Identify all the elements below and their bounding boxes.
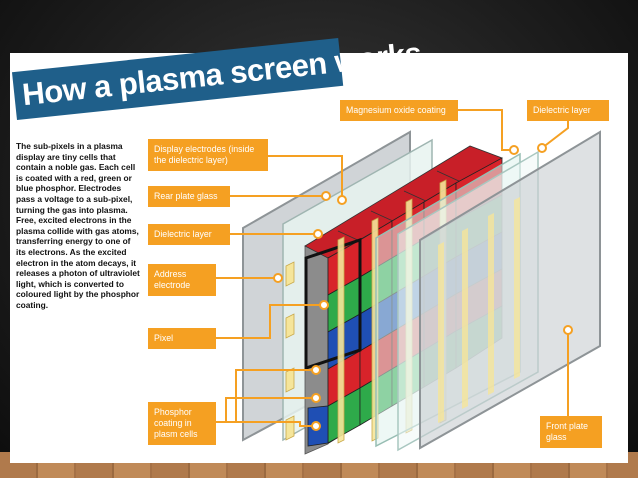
label-dielectric-layer-right: Dielectric layer (527, 100, 609, 121)
leader-dots (273, 143, 573, 431)
label-phosphor-coating: Phosphor coating in plasm cells (148, 402, 216, 445)
label-rear-plate-glass: Rear plate glass (148, 186, 230, 207)
label-pixel: Pixel (148, 328, 216, 349)
leader-lines (216, 109, 569, 427)
label-front-plate-glass: Front plate glass (540, 416, 602, 448)
front-electrodes (438, 197, 520, 423)
label-display-electrodes: Display electrodes (inside the dielectri… (148, 139, 268, 171)
description-text: The sub-pixels in a plasma display are t… (16, 141, 140, 310)
label-address-electrode: Address electrode (148, 264, 216, 296)
label-magnesium-oxide: Magnesium oxide coating (340, 100, 458, 121)
label-dielectric-layer-left: Dielectric layer (148, 224, 230, 245)
